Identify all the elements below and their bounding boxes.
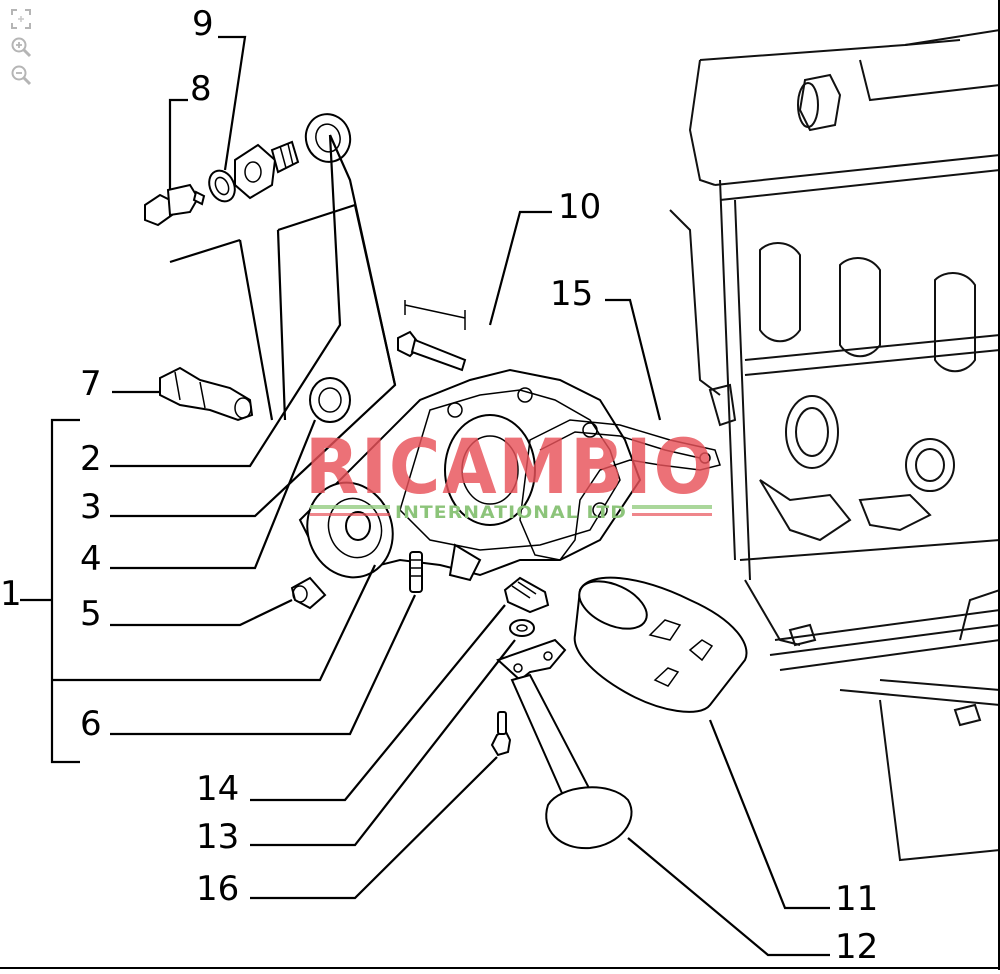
bolt-part-16 <box>490 711 512 757</box>
gasket-part-15 <box>519 419 721 561</box>
callout-12: 12 <box>835 927 878 967</box>
oil-seal-part-4 <box>309 377 351 423</box>
callout-16: 16 <box>196 869 239 909</box>
viewer-toolbar <box>6 6 40 88</box>
callout-8: 8 <box>190 69 212 109</box>
callout-6: 6 <box>80 704 102 744</box>
zoom-out-icon <box>11 65 32 86</box>
fit-window-icon <box>11 9 31 29</box>
callout-15: 15 <box>550 274 593 314</box>
callout-9: 9 <box>192 4 214 44</box>
bolt-part-10 <box>397 300 467 372</box>
pressure-switch-part-8 <box>144 183 206 227</box>
leader-lines <box>20 35 830 957</box>
watermark-main-text: RICAMBIO <box>305 422 715 511</box>
callout-7: 7 <box>80 364 102 404</box>
callout-3: 3 <box>80 487 102 527</box>
watermark-sub-text: INTERNATIONAL LTD <box>395 503 627 523</box>
frame-right-border <box>998 0 1000 970</box>
washer-part-9 <box>208 169 236 203</box>
callout-5: 5 <box>80 594 102 634</box>
callout-13: 13 <box>196 817 239 857</box>
zoom-in-icon <box>11 37 32 58</box>
callout-11: 11 <box>835 879 878 919</box>
oil-strainer-part-12 <box>496 638 633 850</box>
callout-14: 14 <box>196 769 239 809</box>
callout-labels: 9 8 7 2 3 4 1 5 6 10 15 14 13 16 11 12 <box>0 4 878 967</box>
engine-block-illustration <box>669 29 1000 862</box>
callout-10: 10 <box>558 187 601 227</box>
zoom-in-button[interactable] <box>6 34 36 60</box>
adapter-part-13 <box>503 576 550 637</box>
callout-1: 1 <box>0 574 22 614</box>
union-fitting-part-3 <box>234 140 300 200</box>
stud-part-14 <box>409 551 423 593</box>
callout-2: 2 <box>80 439 102 479</box>
callout-4: 4 <box>80 539 102 579</box>
ricambio-watermark: RICAMBIO INTERNATIONAL LTD <box>305 422 715 523</box>
seal-ring-part-2 <box>304 113 352 163</box>
plug-part-5 <box>290 576 327 610</box>
zoom-out-button[interactable] <box>6 62 36 88</box>
fit-window-button[interactable] <box>6 6 36 32</box>
sender-part-7 <box>159 366 254 422</box>
oil-filter-part-11 <box>573 576 748 713</box>
